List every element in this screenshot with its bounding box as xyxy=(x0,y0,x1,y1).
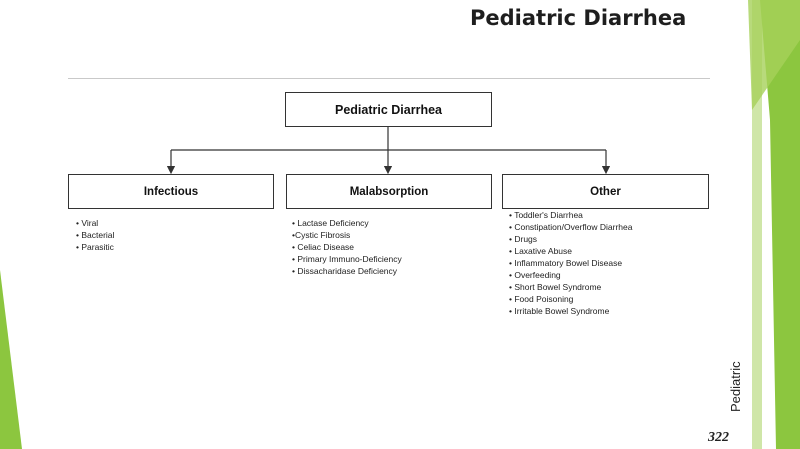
list-item: • Constipation/Overflow Diarrhea xyxy=(509,222,633,232)
list-item: • Dissacharidase Deficiency xyxy=(292,266,398,276)
list-item: • Bacterial xyxy=(76,230,115,240)
list-item: • Drugs xyxy=(509,234,538,244)
root-node: Pediatric Diarrhea xyxy=(285,92,492,127)
malabsorption-list: • Lactase Deficiency •Cystic Fibrosis • … xyxy=(292,217,402,277)
slide-title: Pediatric Diarrhea xyxy=(470,6,687,30)
category-node-other: Other xyxy=(502,174,709,209)
list-item: • Irritable Bowel Syndrome xyxy=(509,306,610,316)
list-item: • Laxative Abuse xyxy=(509,246,572,256)
list-item: • Celiac Disease xyxy=(292,242,355,252)
green-accent-right-light xyxy=(752,0,762,449)
green-accent-left-shape xyxy=(0,270,22,449)
list-item: • Viral xyxy=(76,218,99,228)
list-item: • Inflammatory Bowel Disease xyxy=(509,258,623,268)
list-item: •Cystic Fibrosis xyxy=(292,230,351,240)
list-item: • Food Poisoning xyxy=(509,294,574,304)
green-accent-right xyxy=(760,0,800,449)
page-number: 322 xyxy=(708,430,729,445)
list-item: • Lactase Deficiency xyxy=(292,218,369,228)
category-node-malabsorption: Malabsorption xyxy=(286,174,492,209)
list-item: • Short Bowel Syndrome xyxy=(509,282,602,292)
list-item: • Parasitic xyxy=(76,242,114,252)
title-divider xyxy=(68,78,710,79)
section-side-label: Pediatric xyxy=(728,361,743,412)
other-list: • Toddler's Diarrhea • Constipation/Over… xyxy=(509,209,632,317)
category-node-infectious: Infectious xyxy=(68,174,274,209)
list-item: • Overfeeding xyxy=(509,270,561,280)
infectious-list: • Viral • Bacterial • Parasitic xyxy=(76,217,114,253)
list-item: • Toddler's Diarrhea xyxy=(509,210,583,220)
green-accent-right-top xyxy=(748,0,800,110)
list-item: • Primary Immuno-Deficiency xyxy=(292,254,402,264)
